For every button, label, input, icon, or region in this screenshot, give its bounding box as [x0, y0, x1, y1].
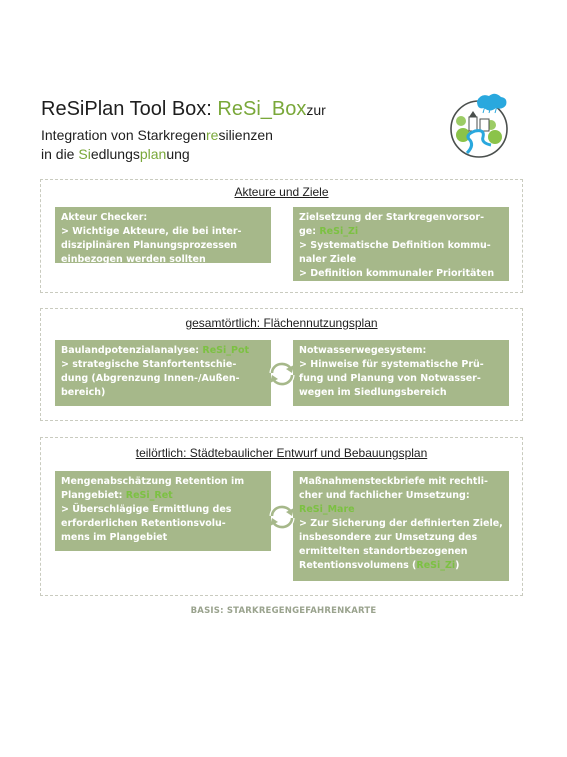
title-tool-name: ReSi_Box [217, 98, 307, 120]
mengenabschaetzung-box: Mengenabschätzung Retention im Plangebie… [55, 471, 271, 551]
cycle-arrows-icon [269, 504, 295, 530]
akteur-checker-box: Akteur Checker: > Wichtige Akteure, die … [55, 207, 271, 265]
tool-name-resi-zi: ReSi_Zi [416, 560, 456, 571]
cycle-arrows-icon [269, 361, 295, 387]
section-akteure-ziele: Akteure und Ziele Akteur Checker: > Wich… [40, 179, 523, 293]
subtitle-line-2: in die Siedlungsplanung [41, 146, 190, 162]
massnahmensteckbriefe-box: Maßnahmensteckbriefe mit rechtli- cher u… [293, 471, 509, 581]
section-flaechennutzungsplan: gesamtörtlich: Flächennutzungsplan Baula… [40, 308, 523, 421]
title-prefix: ReSiPlan Tool Box: [41, 98, 218, 120]
subtitle-line-1: Integration von Starkregenresilienzen [41, 127, 273, 143]
notwasserwege-box: Notwasserwegesystem: > Hinweise für syst… [293, 340, 509, 406]
tool-name-resi-zi: ReSi_Zi [319, 226, 359, 237]
section-bebauungsplan: teilörtlich: Städtebaulicher Entwurf und… [40, 437, 523, 596]
title-suffix: zur [306, 102, 326, 118]
section-title: teilörtlich: Städtebaulicher Entwurf und… [135, 446, 428, 460]
resiplan-logo [450, 93, 508, 158]
tool-name-resi-mare: ReSi_Mare [299, 504, 355, 515]
basis-label: BASIS: STARKREGENGEFAHRENKARTE [190, 606, 377, 616]
tool-name-resi-ret: ReSi_Ret [125, 490, 173, 501]
baulandpotenzial-box: Baulandpotenzialanalyse: ReSi_Pot > stra… [55, 340, 271, 406]
section-title: Akteure und Ziele [234, 185, 329, 199]
page-title: ReSiPlan Tool Box: ReSi_Boxzur [41, 98, 326, 121]
zielsetzung-box: Zielsetzung der Starkregenvorsor- ge: Re… [293, 207, 509, 281]
section-title: gesamtörtlich: Flächennutzungsplan [185, 316, 378, 330]
tool-name-resi-pot: ReSi_Pot [202, 345, 250, 356]
